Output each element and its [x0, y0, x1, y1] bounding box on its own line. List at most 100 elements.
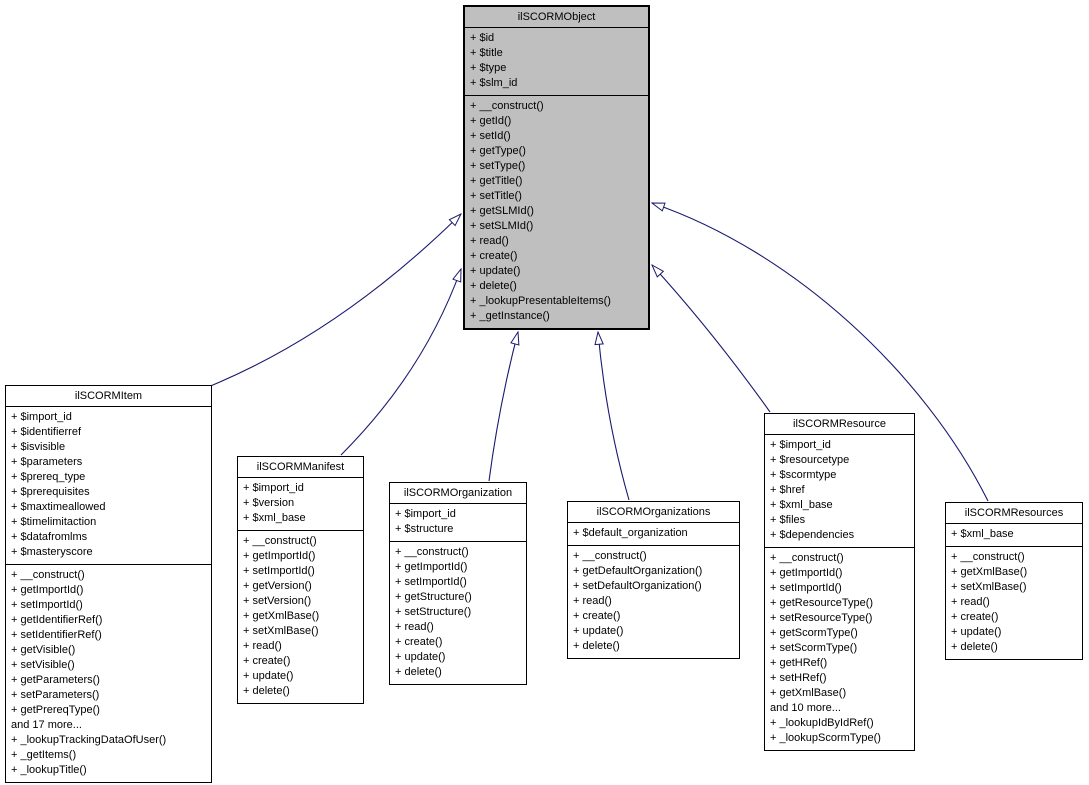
methods-section: + __construct() + getImportId() + setImpor…: [390, 542, 526, 684]
member-line: + getScormType(): [770, 627, 858, 639]
member-line: + __construct(): [395, 546, 469, 558]
member-line: + setResourceType(): [770, 612, 873, 624]
class-name: ilSCORMOrganizations: [568, 502, 739, 523]
class-name: ilSCORMItem: [6, 386, 211, 407]
member-line: + _lookupTitle(): [11, 764, 87, 776]
methods-section: + __construct() + getImportId() + setImpor…: [6, 565, 211, 782]
member-line: + $isvisible: [11, 441, 66, 453]
member-line: + $resourcetype: [770, 454, 850, 466]
class-name: ilSCORMObject: [465, 7, 648, 28]
class-name: ilSCORMResource: [765, 414, 914, 435]
class-node-ilscormmanifest[interactable]: ilSCORMManifest + $import_id+ $version+ …: [237, 456, 364, 704]
member-line: + $dependencies: [770, 529, 855, 541]
member-line: + setImportId(): [243, 565, 315, 577]
inheritance-arrow-resources-to-object: [652, 202, 989, 502]
member-line: + $structure: [395, 523, 454, 535]
member-line: + getParameters(): [11, 674, 100, 686]
member-line: + getType(): [470, 145, 526, 157]
member-line: + getImportId(): [395, 561, 468, 573]
member-line: + __construct(): [573, 550, 647, 562]
member-line: + getDefaultOrganization(): [573, 565, 703, 577]
class-node-ilscormorganizations[interactable]: ilSCORMOrganizations + $default_organiza…: [567, 501, 740, 659]
member-line: + getTitle(): [470, 175, 523, 187]
member-line: + $prereq_type: [11, 471, 86, 483]
member-line: + $href: [770, 484, 805, 496]
member-line: + getXmlBase(): [243, 610, 320, 622]
methods-section: + __construct() + getXmlBase() + setXmlBas…: [946, 547, 1082, 659]
member-line: + $import_id: [243, 482, 304, 494]
member-line: + $import_id: [11, 411, 72, 423]
member-line: + getIdentifierRef(): [11, 614, 103, 626]
member-line: + getXmlBase(): [770, 687, 847, 699]
member-line: + setImportId(): [395, 576, 467, 588]
member-line: and 10 more...: [770, 702, 841, 714]
attributes-section: + $xml_base: [946, 524, 1082, 547]
member-line: + setImportId(): [770, 582, 842, 594]
member-line: + __construct(): [770, 552, 844, 564]
member-line: + getImportId(): [11, 584, 84, 596]
member-line: + $files: [770, 514, 806, 526]
attributes-section: + $id+ $title+ $type+ $slm_id: [465, 28, 648, 96]
class-node-ilscormresource[interactable]: ilSCORMResource + $import_id + $resourcet…: [764, 413, 915, 751]
class-node-ilscormorganization[interactable]: ilSCORMOrganization + $import_id+ $struc…: [389, 482, 527, 685]
member-line: + setId(): [470, 130, 511, 142]
member-line: + read(): [395, 621, 434, 633]
member-line: + _getItems(): [11, 749, 77, 761]
attributes-section: + $import_id + $identifierref + $isvisible…: [6, 407, 211, 565]
member-line: + getSLMId(): [470, 205, 534, 217]
member-line: + $title: [470, 47, 503, 59]
member-line: + setIdentifierRef(): [11, 629, 102, 641]
attributes-section: + $import_id + $version + $xml_base: [238, 478, 363, 531]
member-line: + $version: [243, 497, 295, 509]
member-line: + getHRef(): [770, 657, 828, 669]
member-line: + create(): [951, 611, 999, 623]
member-line: + create(): [573, 610, 621, 622]
member-line: + getVersion(): [243, 580, 312, 592]
member-line: + $xml_base: [951, 528, 1014, 540]
attributes-section: + $import_id+ $structure: [390, 504, 526, 542]
attributes-section: + $import_id+ $resourcetype+ $scormtype+…: [765, 435, 914, 548]
member-line: + getImportId(): [243, 550, 316, 562]
class-node-ilscormobject[interactable]: ilSCORMObject + $id+ $title+ $type+ $slm…: [463, 5, 650, 330]
member-line: + getVisible(): [11, 644, 76, 656]
member-line: and 17 more...: [11, 719, 82, 731]
member-line: + delete(): [470, 280, 517, 292]
inheritance-arrow-item-to-object: [207, 214, 461, 388]
member-line: + update(): [243, 670, 294, 682]
member-line: + $default_organization: [573, 527, 688, 539]
class-node-ilscormitem[interactable]: ilSCORMItem + $import_id + $identifierref…: [5, 385, 212, 783]
member-line: + read(): [470, 235, 509, 247]
member-line: + $timelimitaction: [11, 516, 97, 528]
member-line: + setType(): [470, 160, 526, 172]
member-line: + _lookupTrackingDataOfUser(): [11, 734, 167, 746]
member-line: + setVersion(): [243, 595, 312, 607]
member-line: + getImportId(): [770, 567, 843, 579]
member-line: + _lookupIdByIdRef(): [770, 717, 874, 729]
class-name: ilSCORMOrganization: [390, 483, 526, 504]
member-line: + update(): [395, 651, 446, 663]
member-line: + $xml_base: [243, 512, 306, 524]
member-line: + $identifierref: [11, 426, 82, 438]
member-line: + setXmlBase(): [951, 581, 1027, 593]
class-node-ilscormresources[interactable]: ilSCORMResources + $xml_base + __constru…: [945, 502, 1083, 660]
inheritance-arrow-resource-to-object: [652, 265, 771, 413]
member-line: + $import_id: [770, 439, 831, 451]
member-line: + $masteryscore: [11, 546, 93, 558]
member-line: + update(): [470, 265, 521, 277]
member-line: + create(): [243, 655, 291, 667]
member-line: + create(): [470, 250, 518, 262]
member-line: + setStructure(): [395, 606, 472, 618]
member-line: + setTitle(): [470, 190, 522, 202]
member-line: + getXmlBase(): [951, 566, 1028, 578]
member-line: + delete(): [243, 685, 290, 697]
member-line: + __construct(): [951, 551, 1025, 563]
member-line: + _lookupScormType(): [770, 732, 881, 744]
member-line: + getId(): [470, 115, 512, 127]
member-line: + setImportId(): [11, 599, 83, 611]
member-line: + __construct(): [11, 569, 85, 581]
member-line: + setDefaultOrganization(): [573, 580, 702, 592]
member-line: + setXmlBase(): [243, 625, 319, 637]
member-line: + delete(): [573, 640, 620, 652]
